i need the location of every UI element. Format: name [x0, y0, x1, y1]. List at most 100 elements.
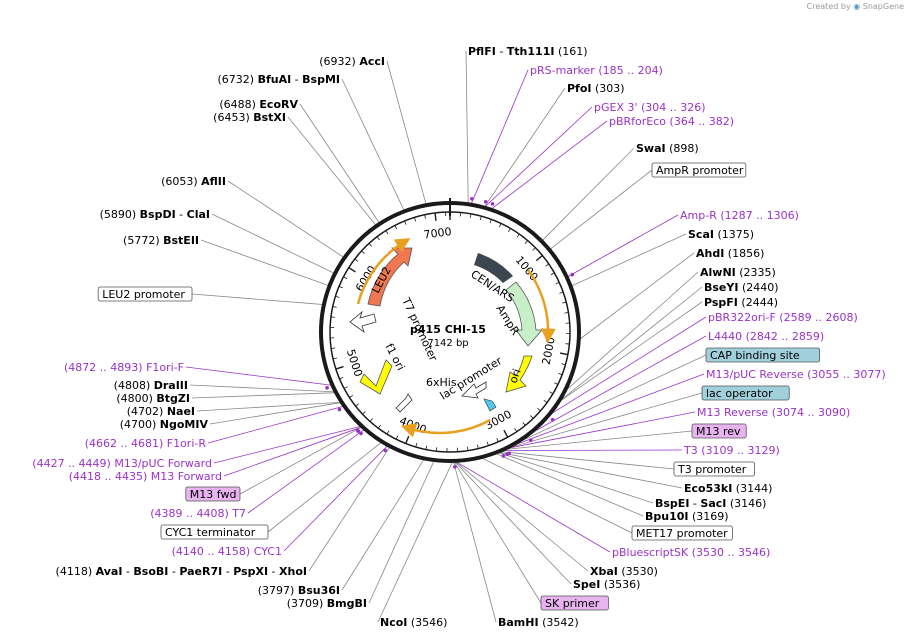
enzyme-label-ahdi[interactable]: AhdI (1856): [696, 247, 764, 260]
minor-tick: [332, 357, 338, 360]
primer-label-t7[interactable]: (4389 .. 4408) T7: [150, 507, 246, 520]
enzyme-label-btgzi[interactable]: (4800) BtgZI: [116, 392, 190, 405]
feature-label-sk-primer[interactable]: SK primer: [540, 595, 609, 611]
primer-label-f1ori-r[interactable]: (4662 .. 4681) F1ori-R: [85, 437, 207, 450]
label-text: M13/pUC Reverse (3055 .. 3077): [706, 368, 886, 381]
feature-label-met17-promoter[interactable]: MET17 promoter: [631, 525, 733, 541]
primer-label-prs-marker[interactable]: pRS-marker (185 .. 204): [530, 64, 663, 77]
feature-label-m13-fwd[interactable]: M13 fwd: [185, 486, 241, 502]
feature-label-t3-promoter[interactable]: T3 promoter: [673, 461, 755, 477]
enzyme-label-pfoi[interactable]: PfoI (303): [567, 82, 625, 95]
label-text: Bpu10I (3169): [645, 510, 729, 523]
label-text: (6732) BfuAI - BspMI: [217, 73, 340, 86]
leader-line: [557, 301, 703, 403]
leu2-feature[interactable]: [367, 247, 413, 307]
snapgene-logo-icon: ◉: [853, 2, 861, 11]
enzyme-label-avai[interactable]: (4118) AvaI - BsoBI - PaeR7I - PspXI - X…: [56, 565, 307, 578]
primer-label-l4440[interactable]: L4440 (2842 .. 2859): [708, 330, 824, 343]
minor-tick: [376, 236, 380, 241]
enzyme-label-ecorv[interactable]: (6488) EcoRV: [219, 98, 298, 111]
enzyme-label-bsteii[interactable]: (5772) BstEII: [123, 234, 199, 247]
primer-label-t3[interactable]: T3 (3109 .. 3129): [683, 444, 780, 457]
leader-line: [483, 106, 593, 208]
enzyme-label-scai[interactable]: ScaI (1375): [688, 228, 754, 241]
minor-tick: [415, 443, 418, 448]
enzyme-label-naei[interactable]: (4702) NaeI: [127, 405, 195, 418]
enzyme-label-aflii[interactable]: (6053) AflII: [161, 175, 226, 188]
label-text: (4872 .. 4893) F1ori-F: [64, 361, 184, 374]
label-text: CYC1 terminator: [165, 526, 256, 539]
leader-line: [490, 120, 608, 210]
leader-line: [541, 147, 635, 242]
primer-label-pgex-3-[interactable]: pGEX 3' (304 .. 326): [594, 101, 706, 114]
enzyme-label-spei[interactable]: SpeI (3536): [573, 578, 640, 591]
primer-label-m13-puc-reverse[interactable]: M13/pUC Reverse (3055 .. 3077): [706, 368, 886, 381]
enzyme-label-bamhi[interactable]: BamHI (3542): [498, 616, 579, 629]
enzyme-label-acci[interactable]: (6932) AccI: [319, 55, 385, 68]
label-text: pGEX 3' (304 .. 326): [594, 101, 706, 114]
enzyme-label-bfuai[interactable]: (6732) BfuAI - BspMI: [217, 73, 340, 86]
sixhis-feature[interactable]: [483, 398, 497, 412]
leader-line: [502, 430, 693, 451]
enzyme-label-bstxi[interactable]: (6453) BstXI: [213, 111, 286, 124]
label-text: MET17 promoter: [636, 527, 728, 540]
primer-label-m13-puc-forward[interactable]: (4427 .. 4449) M13/pUC Forward: [32, 457, 212, 470]
enzyme-label-bseyi[interactable]: BseYI (2440): [704, 281, 779, 294]
enzyme-label-pflfi[interactable]: PflFI - Tth111I (161): [468, 45, 588, 58]
f1-ori-feature[interactable]: [359, 359, 393, 395]
enzyme-label-bspdi[interactable]: (5890) BspDI - ClaI: [100, 208, 210, 221]
enzyme-label-bmgbi[interactable]: (3709) BmgBI: [287, 597, 367, 610]
feature-label-cap-binding-site[interactable]: CAP binding site: [705, 347, 820, 363]
label-text: (4140 .. 4158) CYC1: [172, 545, 282, 558]
enzyme-label-ngomiv[interactable]: (4700) NgoMIV: [120, 418, 209, 431]
feature-label-cyc1-terminator[interactable]: CYC1 terminator: [160, 524, 269, 540]
leader-line: [213, 425, 362, 464]
feature-label-leu2-promoter[interactable]: LEU2 promoter: [97, 286, 193, 302]
feature-label-lac-operator[interactable]: lac operator: [701, 385, 790, 401]
minor-tick: [559, 291, 564, 294]
label-text: T3 (3109 .. 3129): [683, 444, 780, 457]
primer-label-pbluescriptsk[interactable]: pBluescriptSK (3530 .. 3546): [612, 546, 770, 559]
enzyme-label-draiii[interactable]: (4808) DraIII: [114, 379, 188, 392]
leader-lines: [185, 50, 707, 623]
enzyme-label-eco53ki[interactable]: Eco53kI (3144): [684, 482, 772, 495]
label-box: [540, 595, 609, 611]
enzyme-label-pspfi[interactable]: PspFI (2444): [704, 296, 778, 309]
primer-label-m13-forward[interactable]: (4418 .. 4435) M13 Forward: [69, 470, 222, 483]
ori-feature[interactable]: [505, 355, 533, 393]
leader-line: [341, 78, 405, 212]
primer-label-cyc1[interactable]: (4140 .. 4158) CYC1: [172, 545, 282, 558]
enzyme-label-bsu36i[interactable]: (3797) Bsu36I: [258, 584, 340, 597]
lac-promoter-feature[interactable]: [461, 381, 487, 399]
label-text: NcoI (3546): [380, 616, 447, 629]
primer-label-pbr322ori-f[interactable]: pBR322ori-F (2589 .. 2608): [708, 311, 858, 324]
label-box: [631, 525, 733, 541]
enzyme-label-xbai[interactable]: XbaI (3530): [590, 565, 658, 578]
t7-promoter-feature[interactable]: [395, 393, 413, 413]
primer-label-pbrforeco[interactable]: pBRforEco (364 .. 382): [609, 115, 734, 128]
feature-label-ampr-promoter[interactable]: AmpR promoter: [651, 162, 747, 178]
ampr-feature[interactable]: [505, 281, 543, 347]
leader-line: [239, 426, 363, 495]
primer-label-amp-r[interactable]: Amp-R (1287 .. 1306): [680, 209, 799, 222]
minor-tick: [530, 415, 534, 419]
cen-ars-feature[interactable]: [474, 253, 513, 283]
primer-label-m13-reverse[interactable]: M13 Reverse (3074 .. 3090): [697, 406, 850, 419]
enzyme-label-bspei[interactable]: BspEI - SacI (3146): [655, 497, 766, 510]
minor-tick: [554, 382, 559, 385]
primer-label-f1ori-f[interactable]: (4872 .. 4893) F1ori-F: [64, 361, 184, 374]
minor-tick: [489, 219, 492, 224]
minor-tick: [330, 316, 335, 318]
leader-line: [377, 460, 454, 623]
label-text: LEU2 promoter: [102, 288, 185, 301]
primer-site-marker: [325, 386, 329, 390]
leu2-promoter-feature[interactable]: [349, 310, 377, 334]
label-text: (4702) NaeI: [127, 405, 195, 418]
enzyme-label-bpu10i[interactable]: Bpu10I (3169): [645, 510, 729, 523]
enzyme-label-swai[interactable]: SwaI (898): [636, 142, 699, 155]
minor-tick: [332, 306, 337, 308]
enzyme-label-ncoi[interactable]: NcoI (3546): [380, 616, 447, 629]
feature-label-m13-rev[interactable]: M13 rev: [691, 423, 747, 439]
leader-line: [308, 446, 391, 572]
enzyme-label-alwni[interactable]: AlwNI (2335): [700, 266, 776, 279]
